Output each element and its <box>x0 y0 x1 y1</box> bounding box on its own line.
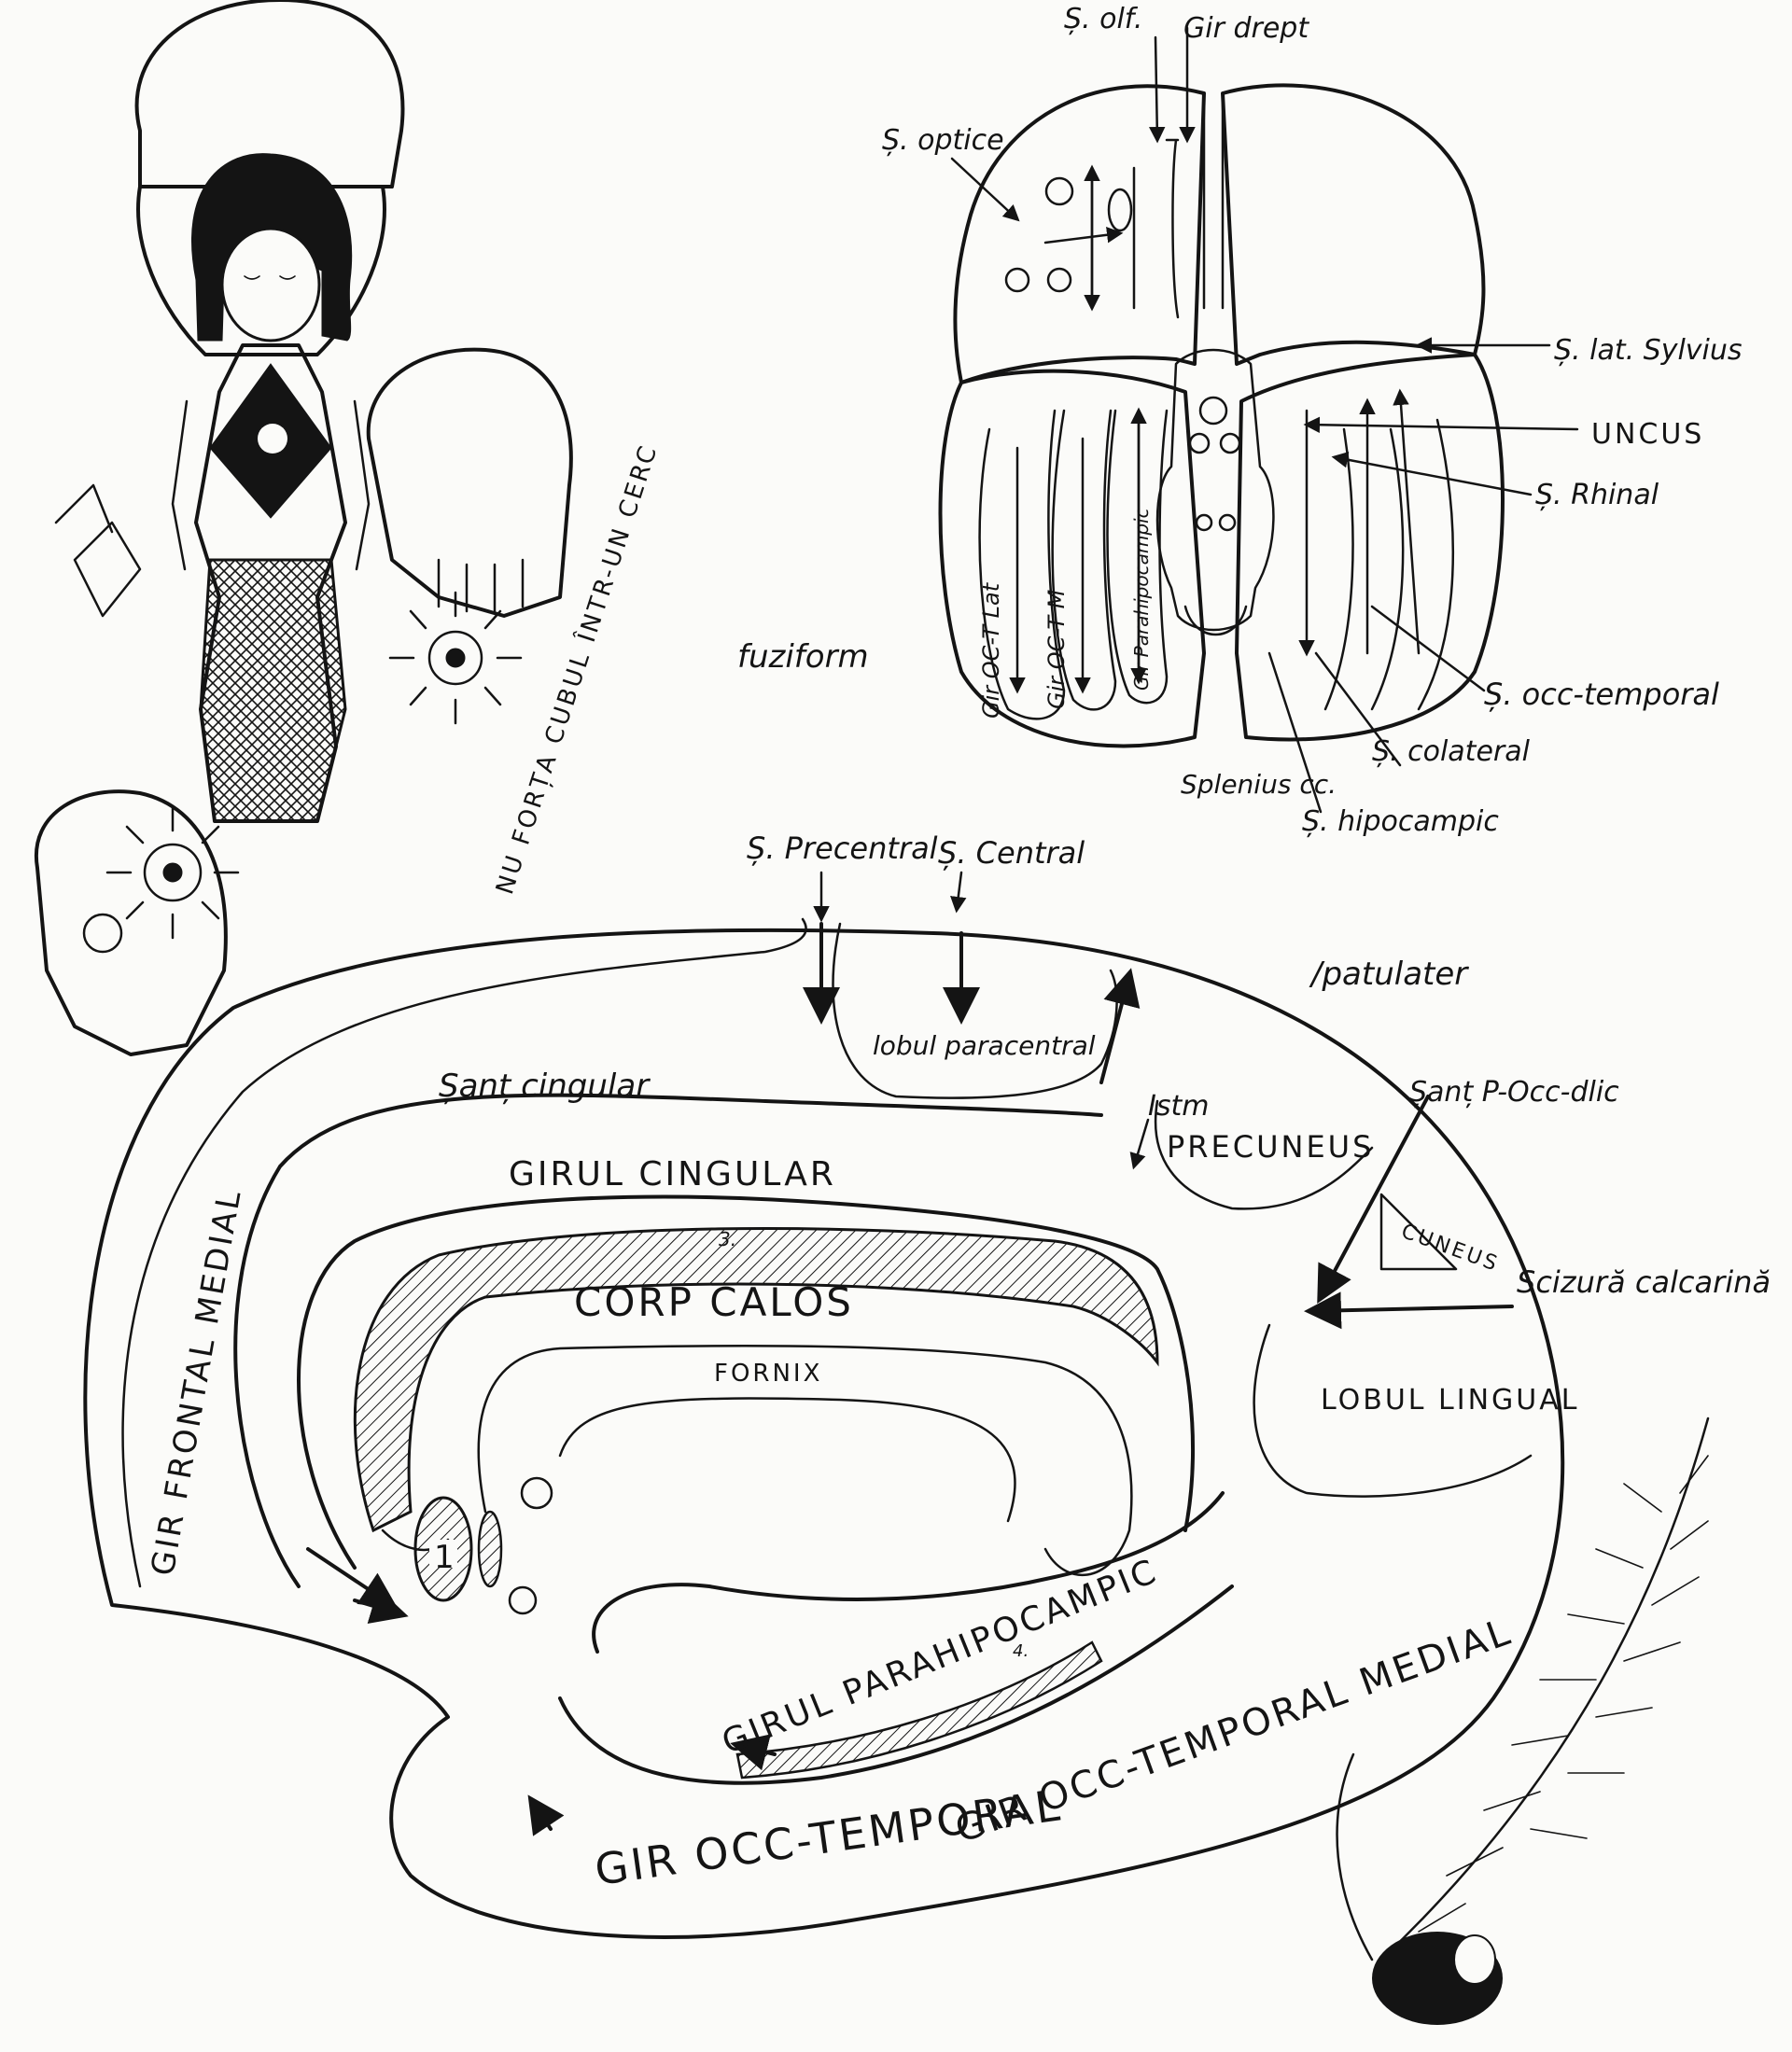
bottom-skull <box>34 789 228 1056</box>
label-calcarine-fissure: Scizură calcarină <box>1517 1264 1771 1300</box>
label-sulcus-precentral: Ș. Precentral <box>747 831 938 866</box>
paracentral-lobule <box>832 922 1118 1099</box>
label-cingulate-sulcus: Șanț cingular <box>439 1068 651 1105</box>
label-fusiform: fuziform <box>737 638 869 676</box>
label-precuneus: PRECUNEUS <box>1167 1129 1374 1165</box>
flower-1 <box>388 591 523 725</box>
label-lateral-sylvian: Ș. lat. Sylvius <box>1554 334 1743 367</box>
frontal-lobe-left <box>953 84 1206 384</box>
flower-2 <box>105 805 240 940</box>
label-med-occ-temporal: Gir OC-T M <box>1043 589 1070 709</box>
label-occipitotemporal-sulcus: Ș. occ-temporal <box>1484 677 1719 712</box>
label-optic-sulci: Ș. optice <box>882 124 1004 157</box>
label-uncus: UNCUS <box>1591 418 1704 451</box>
label-hippocampal-sulcus: Ș. hipocampic <box>1302 805 1499 838</box>
bottom-diagram <box>83 871 1565 1939</box>
label-cingulate-gyrus: GIRUL CINGULAR <box>509 1155 836 1194</box>
label-medial-frontal-gyrus: GIR FRONTAL MEDIAL <box>144 1185 248 1578</box>
hemisphere-outline <box>83 928 1565 1939</box>
label-occ-temporal: GIR OCC-TEMPORAL <box>592 1780 1065 1895</box>
cuneus-region <box>1379 1193 1458 1271</box>
frontal-lobe-right <box>1221 83 1486 366</box>
parahippocampal-gyrus-outline <box>592 1491 1225 1654</box>
skull-outline <box>134 0 405 188</box>
dress-hatch <box>199 558 347 823</box>
label-rhinal-sulcus: Ș. Rhinal <box>1535 479 1659 511</box>
brainstem <box>1155 348 1275 632</box>
label-straight-gyrus: Gir drept <box>1183 12 1309 45</box>
temporal-lobe-right <box>1235 353 1505 742</box>
label-paracentral-lobule: lobul paracentral <box>873 1030 1096 1061</box>
label-olfactory-sulcus: Ș. olf. <box>1064 3 1142 35</box>
label-number-4: 4. <box>1013 1641 1029 1661</box>
label-parieto-occipital: Șanț P-Occ-dlic <box>1409 1076 1619 1109</box>
label-sulcus-central: Ș. Central <box>938 835 1085 871</box>
lingual-lobule <box>1253 1323 1533 1498</box>
cingulate-gyrus-outline <box>297 1194 1196 1570</box>
label-top-parahippocampal: Gir Parahipocampic <box>1130 508 1153 691</box>
label-number-3: 3. <box>719 1228 736 1250</box>
top-diagram <box>938 26 1579 814</box>
label-corpus-callosum: CORP CALOS <box>574 1279 854 1325</box>
girl-face <box>220 227 321 342</box>
flower-3 <box>54 483 142 618</box>
precuneus-region <box>1154 1099 1374 1210</box>
sketch-caption: NU FORȚA CUBUL ÎNTR-UN CERC <box>489 440 664 898</box>
label-lat-occ-temporal: Gir OC-T Lat <box>978 581 1004 719</box>
illustration-girl-skull <box>34 0 573 1056</box>
fornix-curve <box>477 1344 1133 1577</box>
label-collateral-sulcus: Ș. colateral <box>1372 735 1531 768</box>
label-lingual-lobule: LOBUL LINGUAL <box>1321 1384 1580 1417</box>
side-skull <box>366 347 573 618</box>
temporal-lobe-left <box>938 369 1206 748</box>
label-isthmus: Istm <box>1148 1090 1209 1123</box>
skull-jaw <box>136 185 386 356</box>
label-fornix: FORNIX <box>714 1360 822 1388</box>
label-number-1: 1 <box>434 1539 457 1576</box>
cingulate-sulcus-line <box>233 1093 1103 1588</box>
label-splenium: Splenius cc. <box>1181 769 1337 800</box>
corpus-callosum-band <box>353 1226 1159 1533</box>
label-splenial: /patulater <box>1309 956 1469 993</box>
fern-illustration <box>1336 1417 1710 2025</box>
